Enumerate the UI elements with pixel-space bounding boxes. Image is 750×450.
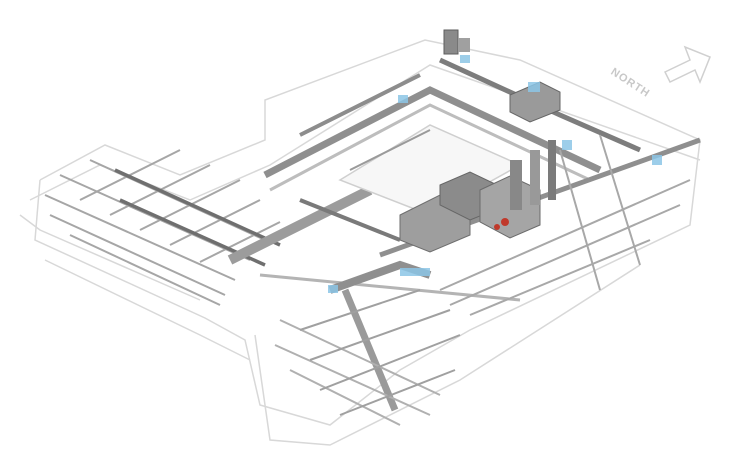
rooftop-unit (443, 29, 459, 55)
east-wing-ductwork (439, 134, 691, 316)
air-terminal-highlights (328, 55, 662, 293)
floor-outlines (19, 39, 701, 446)
north-arrow-icon (663, 45, 711, 84)
south-wing-ductwork (274, 260, 461, 426)
mechanical-equipment (399, 29, 561, 253)
valve-icon (494, 224, 500, 230)
valve-icon (501, 218, 509, 226)
